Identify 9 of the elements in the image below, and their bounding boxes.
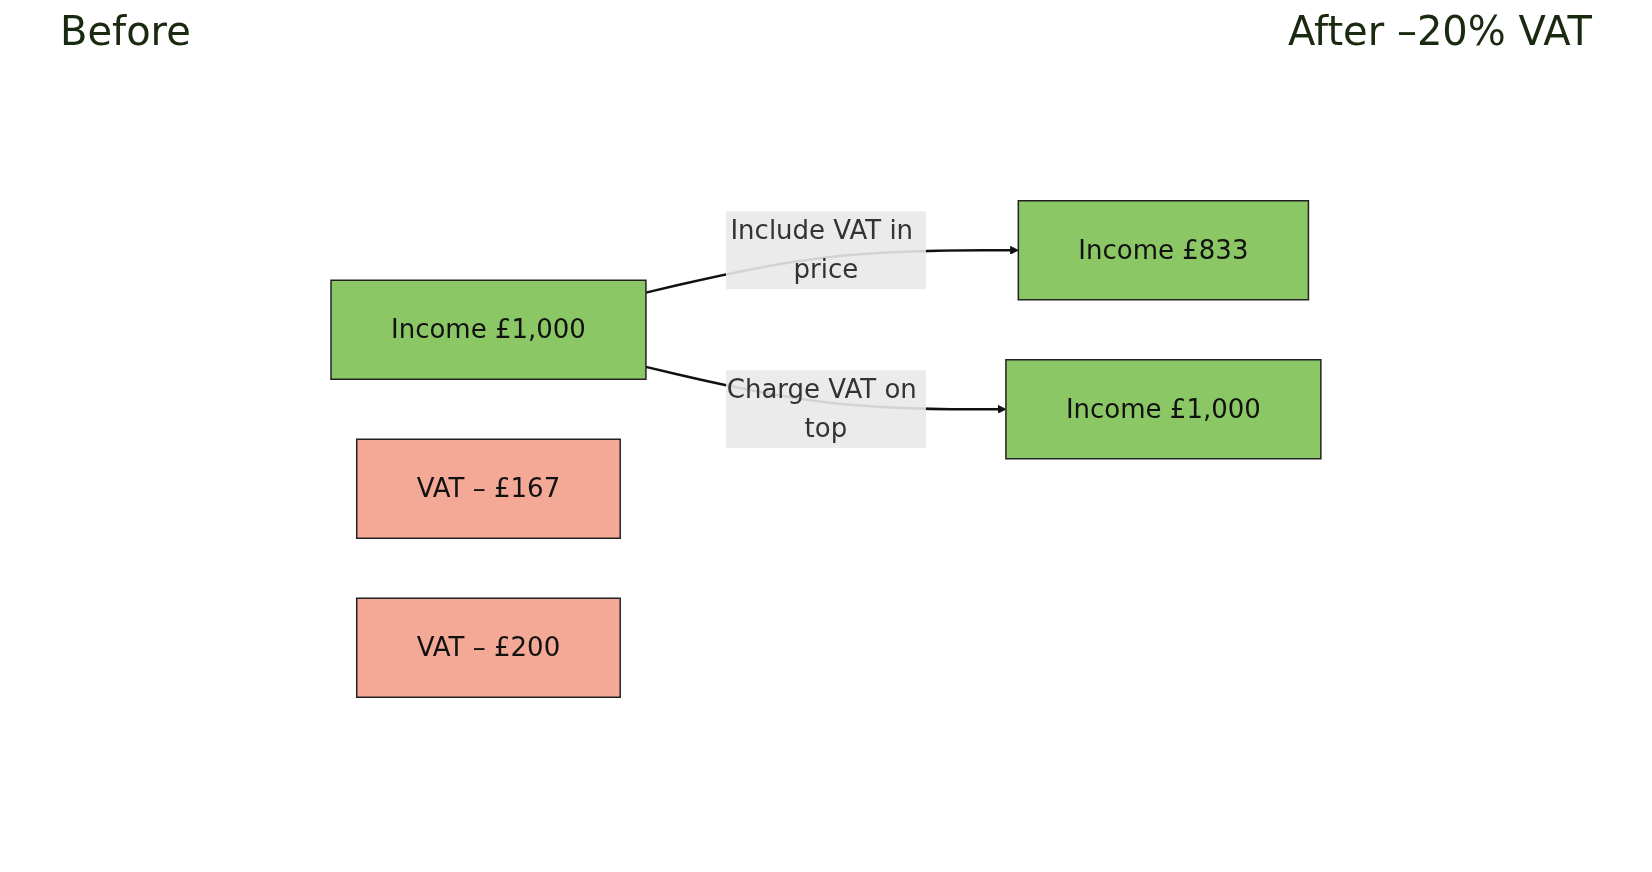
node-box: VAT – £200: [356, 597, 622, 698]
node-box: VAT – £167: [356, 438, 622, 539]
edge-label: Include VAT in price: [730, 215, 914, 285]
node-box: Income £1,000: [1005, 359, 1322, 460]
edge-label: Charge VAT on top: [726, 374, 917, 444]
node-box: Income £833: [1017, 200, 1310, 301]
column-heading: Before: [60, 8, 191, 54]
node-box: Income £1,000: [330, 279, 647, 380]
column-heading: After –20% VAT: [1288, 8, 1592, 54]
